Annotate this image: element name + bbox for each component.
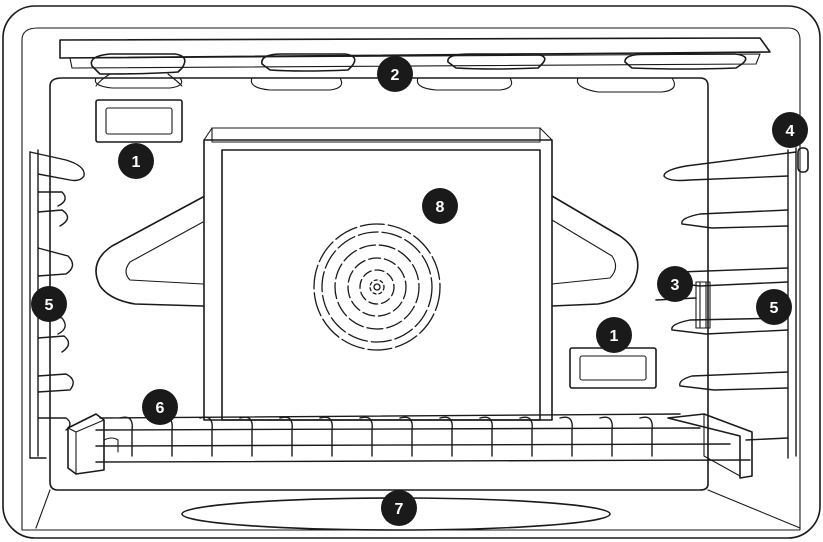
shelf-rung xyxy=(599,416,613,457)
shelf-rung xyxy=(439,416,453,457)
callout-badge-3: 3 xyxy=(657,266,693,302)
callout-label: 5 xyxy=(45,297,54,314)
shelf-rung xyxy=(239,416,253,457)
callout-badge-1-right: 1 xyxy=(596,317,632,353)
fan-grille xyxy=(313,223,441,351)
shelf-rung xyxy=(359,416,373,457)
wire-shelf xyxy=(67,413,753,479)
callout-label: 5 xyxy=(770,300,779,317)
callout-label: 2 xyxy=(391,67,400,84)
callout-label: 1 xyxy=(132,154,141,171)
callout-label: 1 xyxy=(610,328,619,345)
corner-line-right xyxy=(707,489,801,529)
rear-heater-left-inner xyxy=(125,221,204,285)
shelf-rung xyxy=(399,416,413,457)
oven-lamp-right xyxy=(569,347,657,389)
callout-badge-5-right: 5 xyxy=(756,289,792,325)
callout-label: 4 xyxy=(786,123,795,140)
top-heater-element xyxy=(59,37,771,93)
callout-label: 8 xyxy=(436,199,445,216)
oven-inner-frame xyxy=(21,27,801,531)
shelf-rung xyxy=(319,416,333,457)
shelf-rung xyxy=(199,416,213,457)
rear-heater-right-outer xyxy=(551,195,639,307)
shelf-rung xyxy=(479,416,493,457)
callout-badge-7: 7 xyxy=(381,490,417,526)
callout-badge-8: 8 xyxy=(422,188,458,224)
fan-cover-panel xyxy=(203,127,553,421)
callout-label: 3 xyxy=(671,277,680,294)
callout-badge-2: 2 xyxy=(377,56,413,92)
right-top-fixture xyxy=(797,147,809,173)
rear-heater-right-inner xyxy=(551,219,617,285)
callout-label: 7 xyxy=(395,501,404,518)
corner-line-left xyxy=(35,489,51,529)
shelf-rung xyxy=(519,416,533,457)
oven-lamp-top-left xyxy=(95,99,183,143)
shelf-rung xyxy=(559,416,573,457)
shelf-rung xyxy=(279,416,293,457)
callout-badge-4: 4 xyxy=(772,112,808,148)
callout-label: 6 xyxy=(156,400,165,417)
shelf-rung xyxy=(119,416,133,457)
oven-outer-frame xyxy=(2,5,821,539)
callout-badge-6: 6 xyxy=(142,389,178,425)
callout-badge-1-top-left: 1 xyxy=(118,143,154,179)
shelf-rung xyxy=(639,416,653,457)
callout-badge-5-left: 5 xyxy=(31,286,67,322)
rear-heater-left-outer xyxy=(95,196,204,307)
back-wall xyxy=(49,77,709,491)
